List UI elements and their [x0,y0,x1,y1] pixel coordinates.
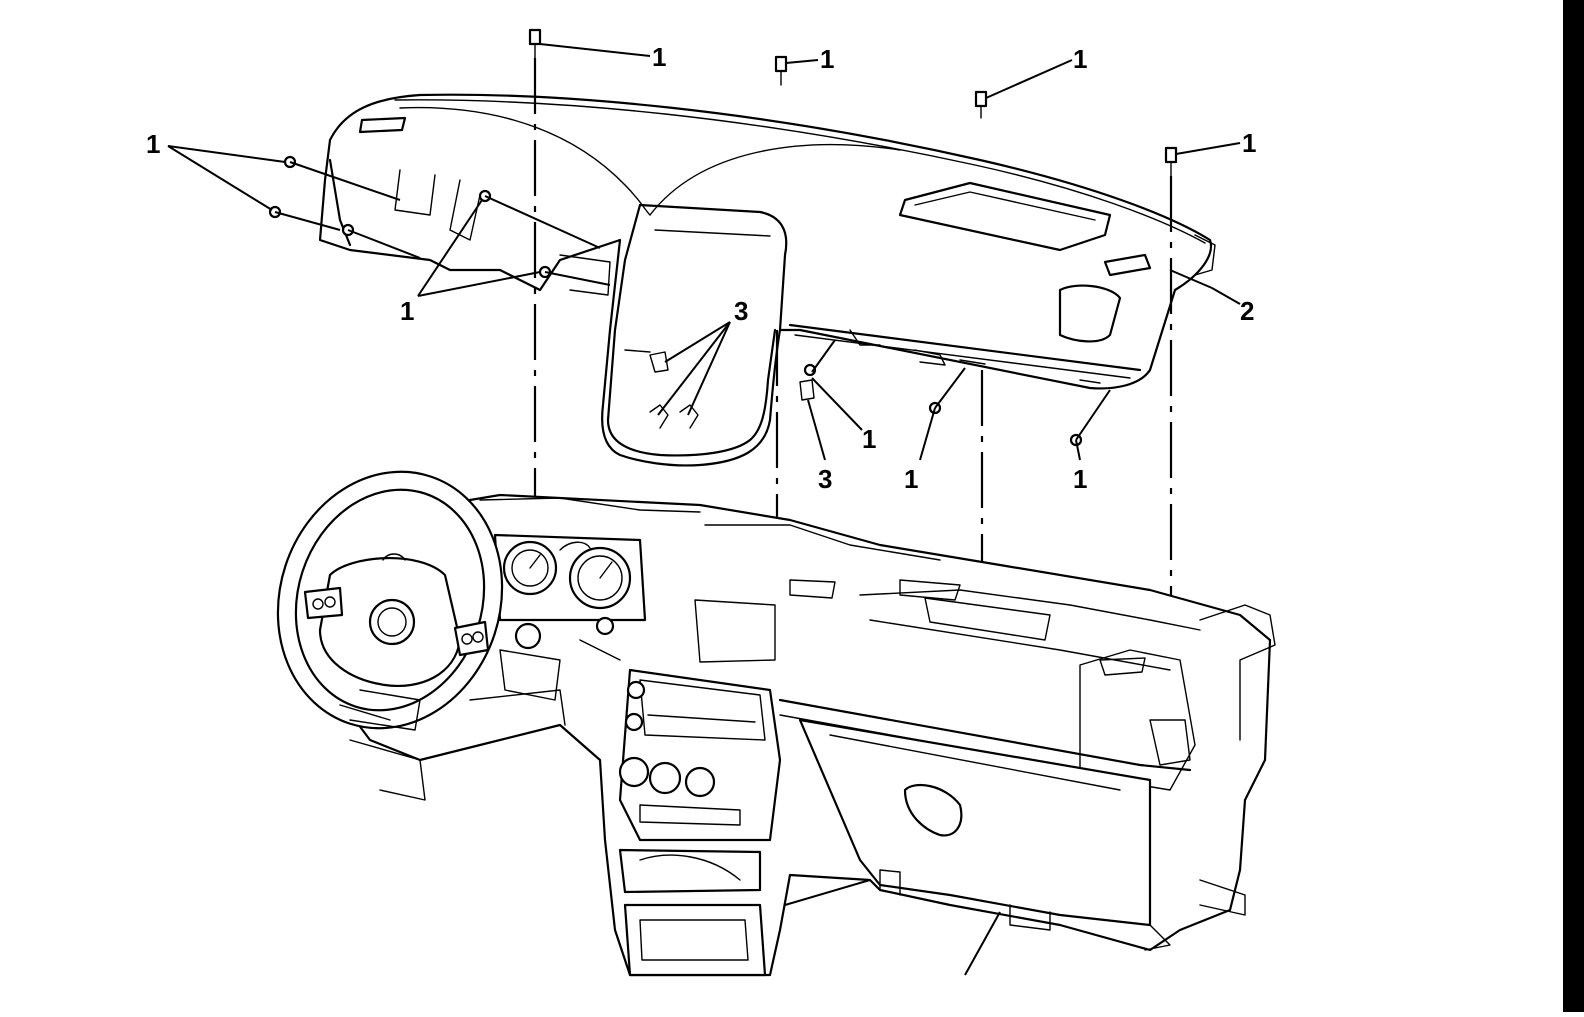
callout-label: 1 [1073,44,1087,74]
callout-label: 1 [652,42,666,72]
right-border-bar [1563,0,1584,1012]
steering-wheel [276,470,504,731]
upper-trim-pad [268,28,1216,467]
callout-label: 1 [1242,128,1256,158]
alignment-lines [533,58,1173,625]
callout-label: 1 [400,296,414,326]
callout-label: 1 [904,464,918,494]
callout-labels: 1 1 1 1 1 1 3 2 1 3 1 1 [146,42,1256,494]
callout-label: 1 [820,44,834,74]
leader-lines [167,43,1241,976]
callout-label: 1 [146,129,160,159]
callout-label: 1 [1073,464,1087,494]
callout-label: 2 [1240,296,1254,326]
callout-label: 1 [862,424,876,454]
instrument-panel-carrier [276,470,1276,977]
callout-label: 3 [734,296,748,326]
callout-label: 3 [818,464,832,494]
